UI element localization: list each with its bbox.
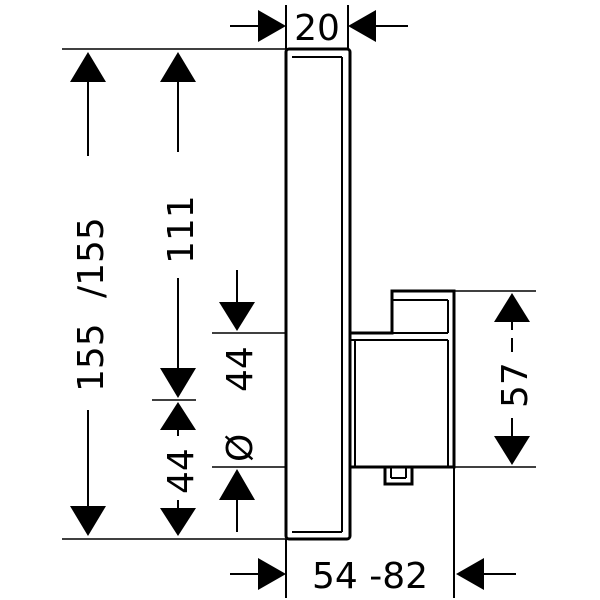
arrow-up-icon (70, 52, 106, 82)
arrow-down-icon (160, 508, 196, 536)
arrow-down-icon (219, 302, 255, 331)
housing-outline (350, 289, 456, 469)
arrow-right-icon (258, 558, 286, 590)
dim-bottom-depth-label: 54 -82 (312, 556, 428, 597)
dim-top-width-label: 20 (294, 8, 340, 49)
arrow-up-icon (219, 469, 255, 500)
dim-total-height-alt-label: /155 (71, 217, 112, 298)
dim-bottom-depth: 54 -82 (230, 467, 516, 598)
housing-bottom-stub (383, 467, 414, 486)
dim-right-height: 57 (454, 290, 536, 468)
valve-housing (350, 289, 456, 486)
arrow-down-icon (494, 436, 530, 465)
arrow-up-icon (160, 52, 196, 82)
arrow-left-icon (456, 558, 484, 590)
faceplate-outline (284, 47, 352, 541)
arrow-right-icon (258, 10, 286, 42)
arrow-up-icon (160, 402, 196, 430)
dim-total-height-label: 155 (71, 323, 112, 392)
diameter-symbol: Ø (220, 434, 261, 462)
faceplate (284, 47, 352, 541)
arrow-down-icon (160, 368, 196, 398)
dim-total-height: 155 /155 (70, 52, 112, 536)
dim-upper-height-label: 111 (161, 195, 202, 264)
dim-lower-height: 44 (152, 399, 202, 536)
dim-diameter: 44 Ø (219, 270, 261, 532)
arrow-up-icon (494, 293, 530, 322)
arrow-left-icon (348, 10, 376, 42)
dim-upper-height: 111 (160, 52, 202, 398)
dim-middle-height-label: 44 (220, 346, 261, 392)
dim-top-width: 20 (230, 5, 408, 49)
arrow-down-icon (70, 506, 106, 536)
dim-right-height-label: 57 (495, 362, 536, 408)
dim-lower-height-label: 44 (161, 448, 202, 494)
